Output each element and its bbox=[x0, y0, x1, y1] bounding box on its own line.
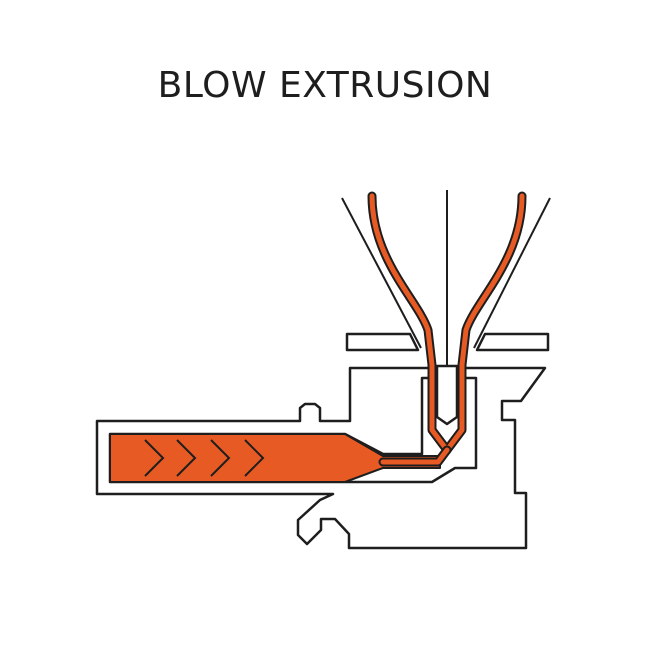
diagram-title: BLOW EXTRUSION bbox=[157, 65, 493, 106]
blown-tube bbox=[367, 191, 527, 467]
screw-chevron bbox=[210, 439, 231, 477]
air-ring-left bbox=[345, 332, 420, 352]
air-rings bbox=[345, 332, 550, 352]
screw-chevron bbox=[244, 439, 265, 477]
screw-flights bbox=[144, 439, 265, 477]
screw-chevron bbox=[144, 439, 165, 477]
frame-left-line bbox=[341, 197, 422, 349]
molten-plastic-barrel bbox=[109, 433, 441, 483]
mandrel bbox=[435, 364, 459, 426]
screw-chevron bbox=[176, 439, 197, 477]
melt-flow-to-die-fill bbox=[380, 447, 450, 465]
frame-right-line bbox=[473, 197, 551, 349]
air-ring-right bbox=[475, 332, 550, 352]
